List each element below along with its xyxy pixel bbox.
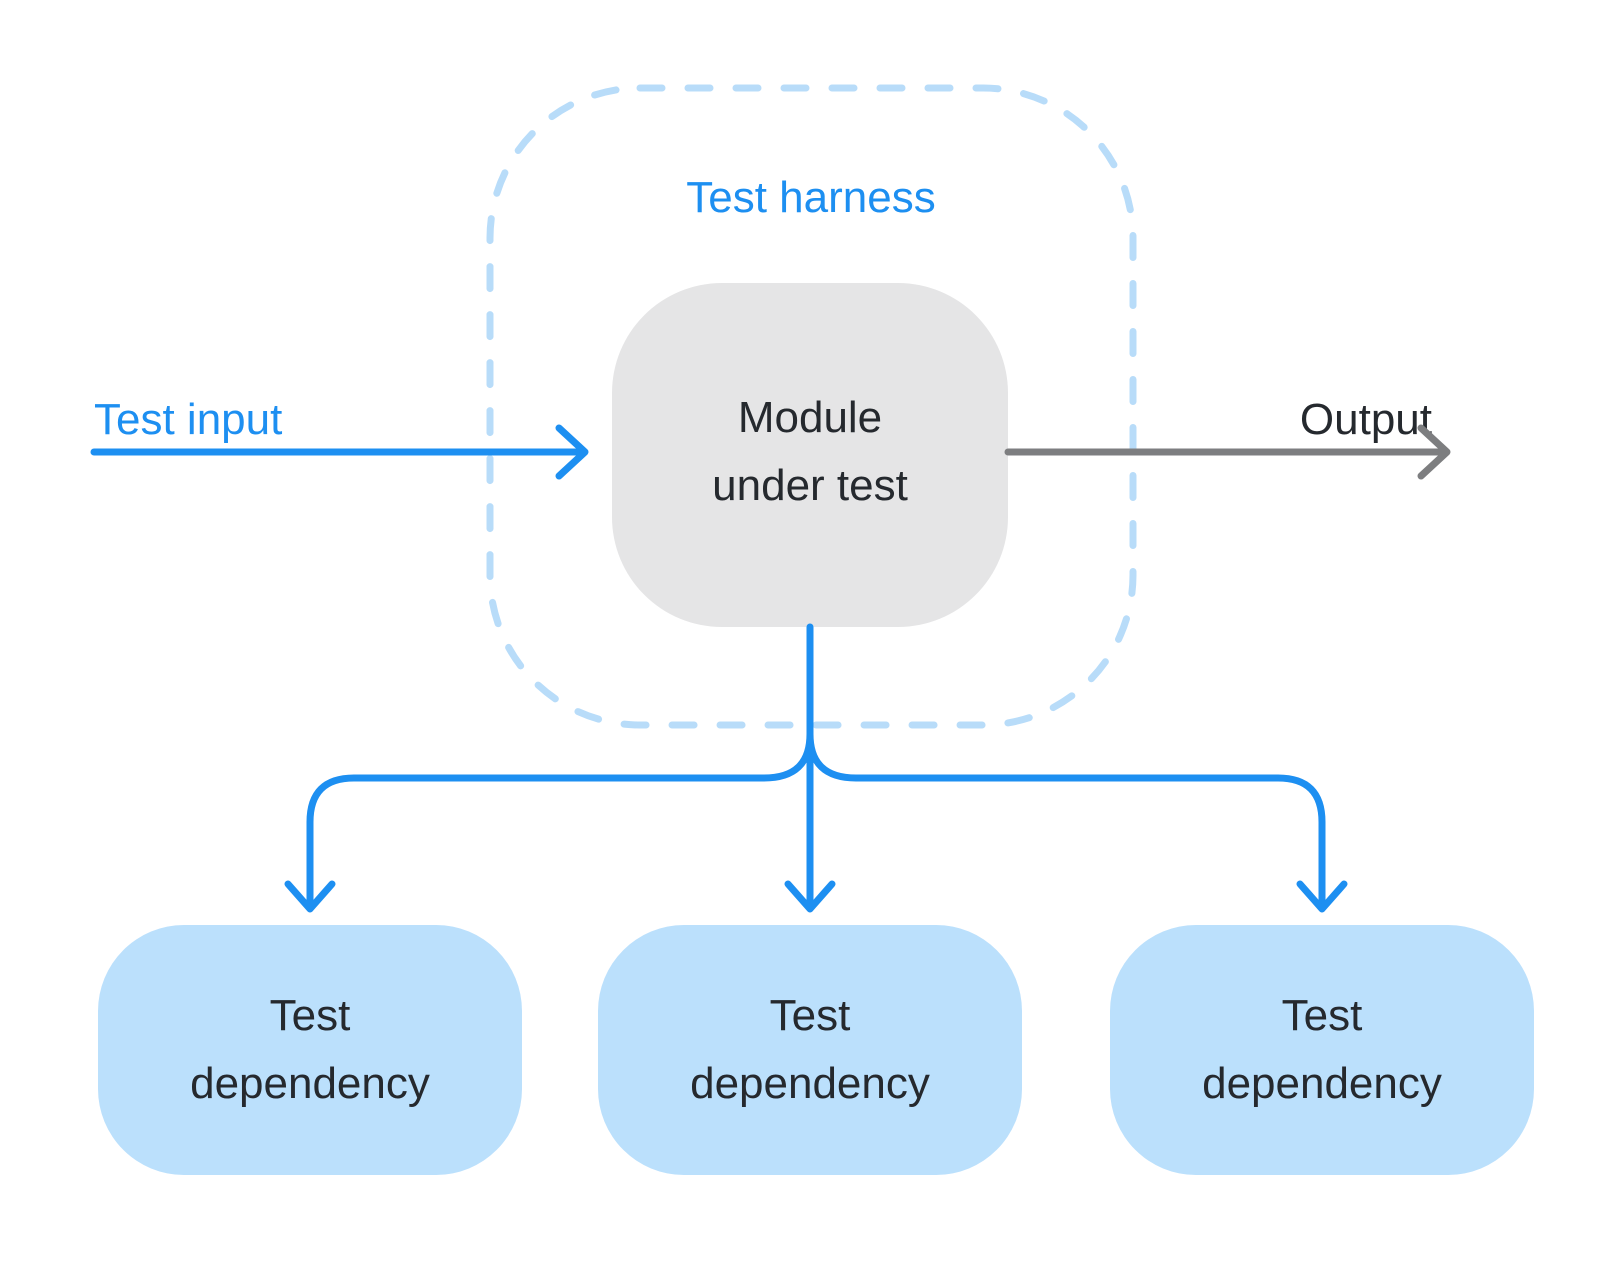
branch-left-arrowhead	[284, 880, 336, 913]
output-arrowhead	[1417, 424, 1451, 480]
branch-right-arrowhead	[1296, 880, 1348, 913]
test-dependency-box-3	[1110, 925, 1534, 1175]
test-harness-label: Test harness	[686, 173, 935, 222]
output-label: Output	[1300, 395, 1432, 444]
branch-right-line	[806, 730, 1326, 910]
module-under-test-box	[612, 283, 1008, 627]
module-label-line2: under test	[712, 461, 908, 510]
test-dependency-1-line1: Test	[270, 991, 351, 1040]
test-dependency-2-line1: Test	[770, 991, 851, 1040]
test-dependency-3-line1: Test	[1282, 991, 1363, 1040]
branch-center-arrowhead	[784, 880, 836, 913]
test-input-label: Test input	[94, 395, 282, 444]
test-dependency-3-line2: dependency	[1202, 1059, 1442, 1108]
test-dependency-box-2	[598, 925, 1022, 1175]
test-dependency-box-1	[98, 925, 522, 1175]
test-input-arrowhead	[555, 424, 589, 480]
test-dependency-1-line2: dependency	[190, 1059, 430, 1108]
branch-left-line	[306, 730, 814, 910]
test-dependency-2-line2: dependency	[690, 1059, 930, 1108]
module-label-line1: Module	[738, 393, 882, 442]
